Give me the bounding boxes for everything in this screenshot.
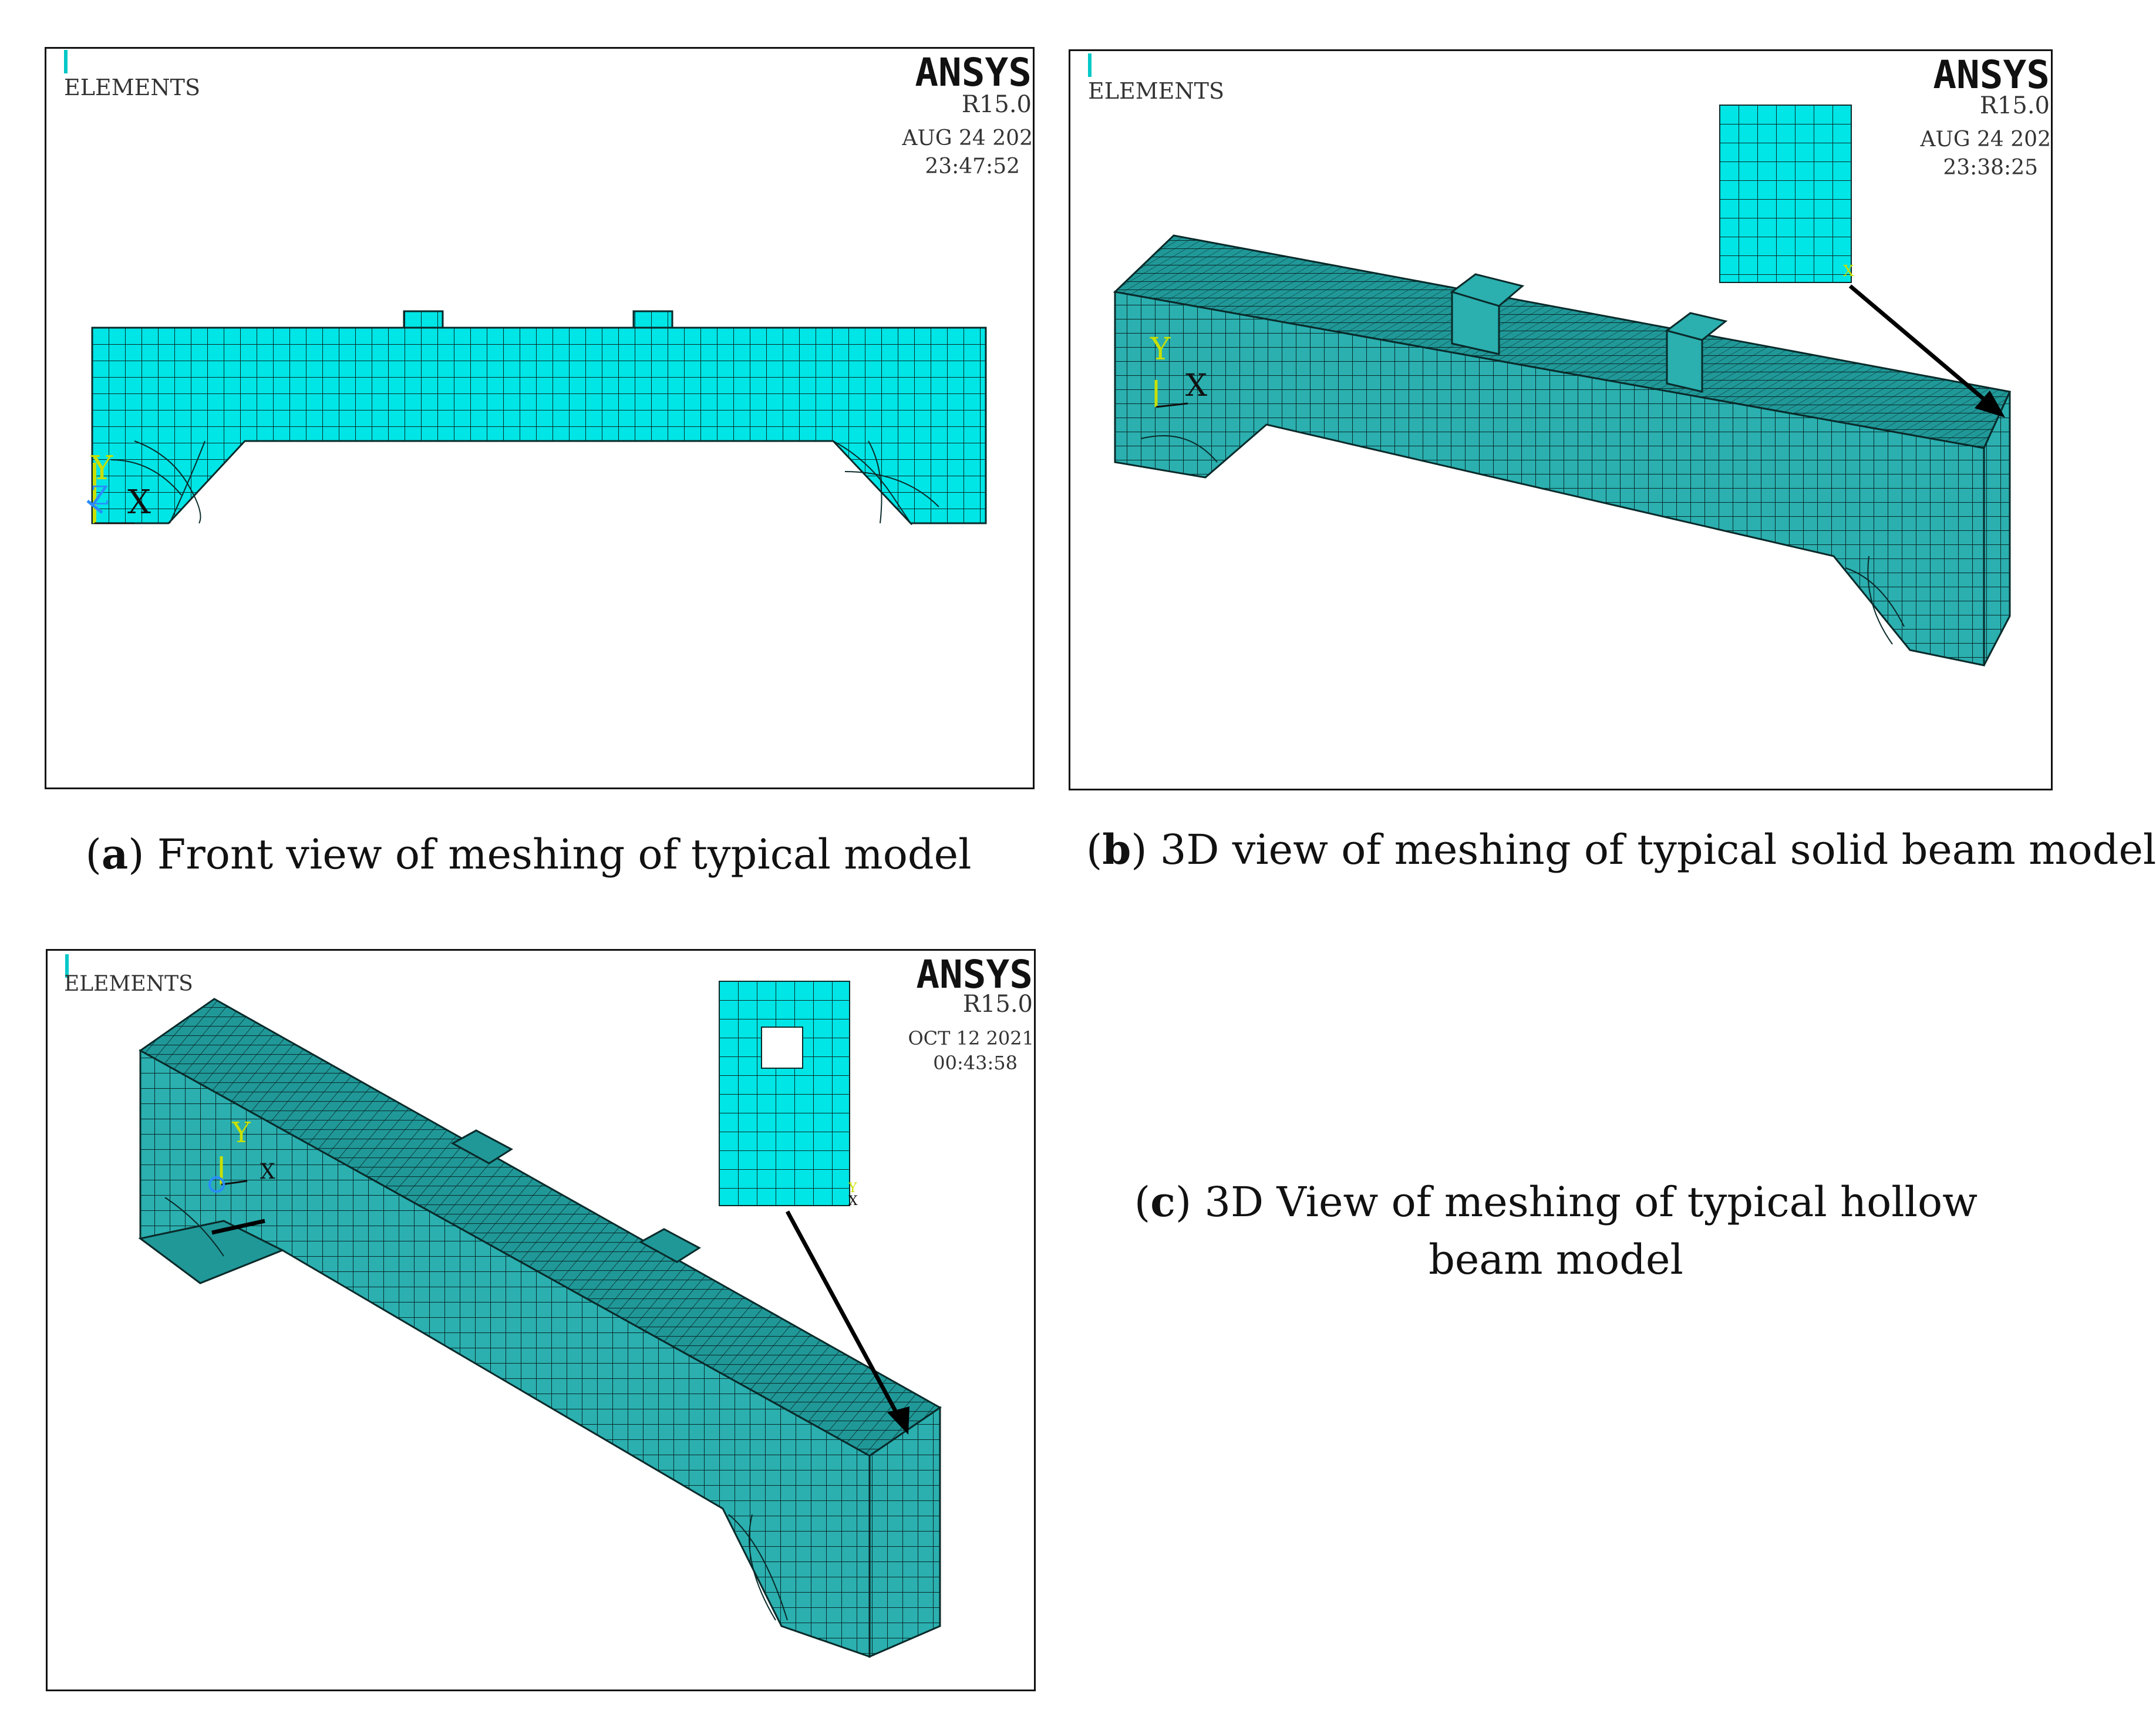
support-mesh-distortion [164, 1197, 788, 1621]
pointer-arrow [785, 1210, 909, 1435]
panel-b-3d-solid: ELEMENTS ANSYS R15.0 AUG 24 202 23:38:25… [1069, 49, 2053, 790]
beam-end-face [1983, 391, 2011, 666]
date-label: AUG 24 202 [1920, 127, 2051, 152]
version-label: R15.0 [962, 991, 1033, 1018]
axis-x-label: X [127, 483, 151, 521]
support-line [211, 1219, 265, 1235]
triad-mark [1088, 53, 1092, 77]
ansys-brand: ANSYS [915, 50, 1032, 95]
axis-x-label: X [260, 1160, 275, 1184]
support-mesh-left [110, 440, 206, 524]
axis-y-label: Y [1150, 332, 1171, 367]
loading-pad-right [638, 1228, 701, 1263]
panel-c-3d-hollow: ELEMENTS ANSYS R15.0 OCT 12 2021 00:43:5… [46, 949, 1036, 1691]
caption-b: (b) 3D view of meshing of typical solid … [1086, 825, 2156, 874]
inset-axis-label: X [1843, 262, 1854, 280]
inset-cross-section [719, 981, 850, 1206]
inset-cross-section [1719, 105, 1852, 283]
support-foot-left [138, 1220, 285, 1284]
beam-end-face [868, 1406, 941, 1658]
version-label: R15.0 [1979, 92, 2050, 119]
elements-label: ELEMENTS [1088, 78, 1224, 104]
time-label: 23:38:25 [1943, 156, 2038, 180]
inset-axis-y-label: Y [848, 1181, 857, 1196]
axis-triad [86, 463, 134, 524]
date-label: OCT 12 2021 [908, 1027, 1034, 1049]
loading-pad-left [450, 1129, 513, 1165]
loading-pad-left [403, 310, 444, 329]
inset-axis-x-label: X [848, 1194, 858, 1209]
loading-pad-left [1450, 273, 1525, 355]
axis-triad [1154, 380, 1188, 408]
beam-front-mesh [91, 327, 987, 524]
panel-c-canvas [138, 981, 942, 1658]
ansys-brand: ANSYS [916, 952, 1033, 997]
caption-a: (a) Front view of meshing of typical mod… [85, 830, 972, 879]
elements-label: ELEMENTS [64, 972, 193, 996]
support-mesh-distortion [1140, 435, 1905, 645]
panel-a-canvas [86, 310, 987, 525]
pointer-arrow [1848, 284, 2005, 418]
axis-z-label: Z [91, 481, 109, 511]
caption-c: (c) 3D View of meshing of typical hollow… [1134, 1177, 1978, 1284]
support-mesh-right [833, 440, 939, 525]
time-label: 23:47:52 [925, 154, 1020, 179]
loading-pad-right [1665, 312, 1728, 393]
date-label: AUG 24 202 [902, 126, 1033, 150]
triad-mark [64, 50, 68, 73]
panel-a-front-view: ELEMENTS ANSYS R15.0 AUG 24 202 23:47:52… [45, 47, 1035, 789]
axis-y-label: Y [232, 1116, 251, 1149]
ansys-brand: ANSYS [1933, 52, 2050, 97]
version-label: R15.0 [961, 91, 1032, 118]
loading-pad-right [632, 310, 673, 329]
axis-x-label: X [1185, 368, 1208, 403]
inset-hollow-core [761, 1027, 803, 1069]
panel-b-canvas [1113, 105, 2012, 667]
axis-y-label: Y [91, 449, 113, 487]
triad-mark [65, 954, 69, 978]
axis-triad [208, 1156, 248, 1193]
elements-label: ELEMENTS [64, 75, 200, 100]
time-label: 00:43:58 [933, 1052, 1018, 1074]
